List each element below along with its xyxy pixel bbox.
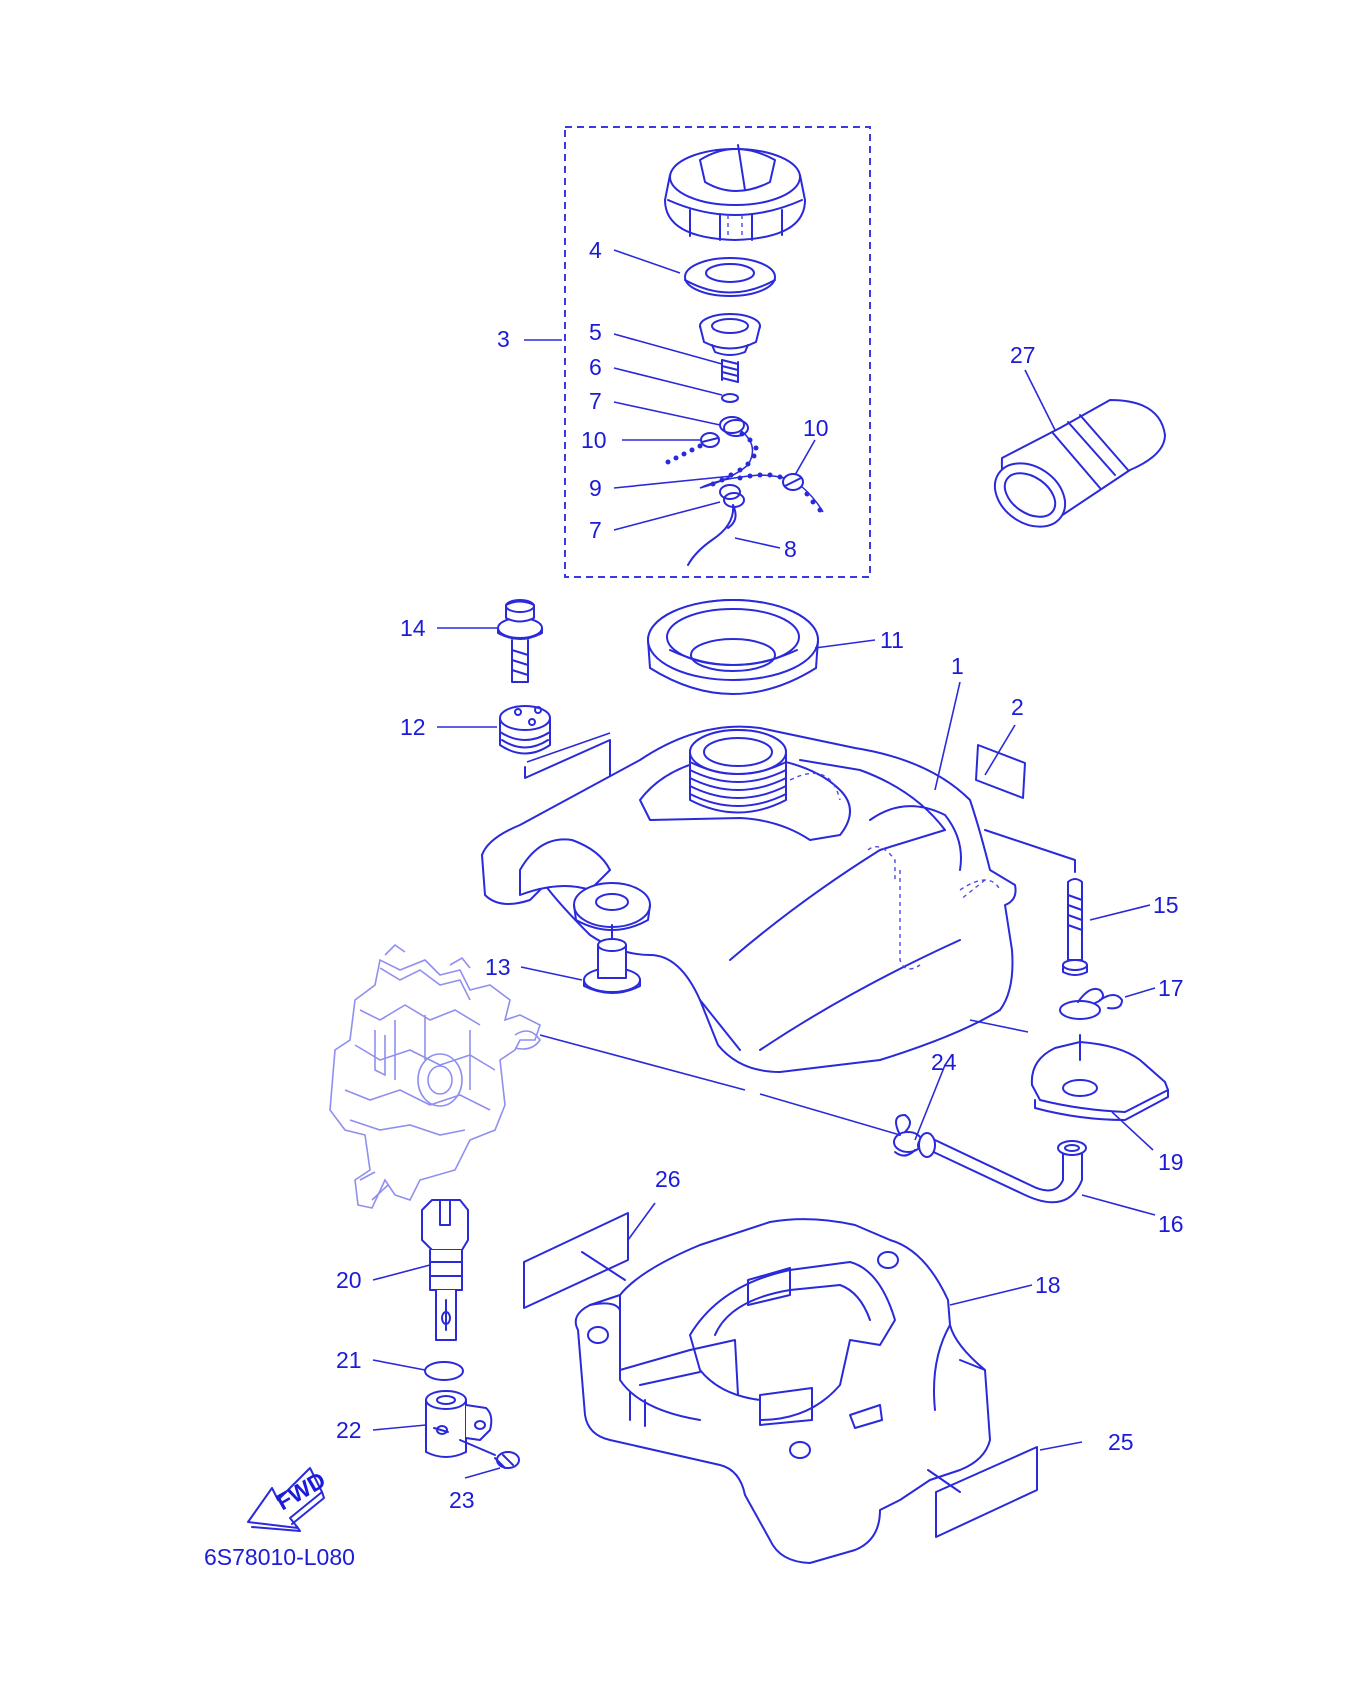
- mount-bolt: [497, 599, 543, 683]
- decal-lower: [935, 1446, 1038, 1538]
- tank-mount-leader: [526, 732, 611, 763]
- decal-lower-pointer: [927, 1469, 961, 1493]
- cap-assembly-group-box: [564, 126, 871, 578]
- rubber-boot: [993, 399, 1166, 528]
- fuel-tank: [481, 725, 1017, 1073]
- callout-7-upper: 7: [589, 388, 602, 414]
- pin-clip: [1059, 987, 1123, 1020]
- callout-14: 14: [400, 615, 426, 641]
- decal-upper-pointer: [581, 1251, 626, 1281]
- carburetor: [329, 943, 541, 1209]
- tank-label: [975, 744, 1026, 799]
- callout-6: 6: [589, 354, 602, 380]
- fwd-arrow-icon: FWD: [247, 1467, 330, 1532]
- decal-upper: [523, 1212, 629, 1309]
- chain-stopper-left: [700, 432, 720, 448]
- callout-7-lower: 7: [589, 517, 602, 543]
- mount-collar: [583, 924, 641, 994]
- callout-11: 11: [880, 627, 904, 653]
- callout-17: 17: [1158, 975, 1184, 1001]
- chain-stopper-right: [782, 473, 804, 491]
- tank-pin: [984, 829, 1088, 976]
- valve-spring: [721, 359, 739, 383]
- fuel-line-route: [539, 1034, 901, 1136]
- tank-bracket: [1030, 1034, 1169, 1121]
- valve-washer: [721, 393, 739, 403]
- callout-18: 18: [1035, 1272, 1061, 1298]
- cap-wire: [687, 504, 737, 566]
- callout-4: 4: [589, 237, 602, 263]
- callout-5: 5: [589, 319, 602, 345]
- callout-25: 25: [1108, 1429, 1134, 1455]
- callout-26: 26: [655, 1166, 681, 1192]
- mount-damper: [499, 705, 551, 755]
- fuel-cock-lever: [421, 1199, 469, 1341]
- callout-10-right: 10: [803, 415, 829, 441]
- callout-10-left: 10: [581, 427, 607, 453]
- callout-9: 9: [589, 475, 602, 501]
- callout-12: 12: [400, 714, 426, 740]
- fuel-cock-screw: [459, 1439, 520, 1469]
- callout-20: 20: [336, 1267, 362, 1293]
- leader-lines: [372, 249, 1156, 1479]
- valve-body: [699, 313, 761, 356]
- bottom-cowling: [574, 1218, 991, 1564]
- callout-19: 19: [1158, 1149, 1184, 1175]
- callout-8: 8: [784, 536, 797, 562]
- callout-3: 3: [497, 326, 510, 352]
- callout-1: 1: [951, 653, 964, 679]
- callout-15: 15: [1153, 892, 1179, 918]
- callout-21: 21: [336, 1347, 362, 1373]
- diagram-code: 6S78010-L080: [204, 1544, 355, 1570]
- callout-22: 22: [336, 1417, 362, 1443]
- callout-16: 16: [1158, 1211, 1184, 1237]
- callout-13: 13: [485, 954, 511, 980]
- fuel-hose: [917, 1132, 1087, 1204]
- fuel-cock-oring: [424, 1361, 464, 1381]
- callout-27: 27: [1010, 342, 1036, 368]
- callout-23: 23: [449, 1487, 475, 1513]
- hose-clip: [893, 1114, 923, 1157]
- cap-chain: [665, 429, 824, 513]
- cap-gasket: [684, 257, 776, 297]
- callout-24: 24: [931, 1049, 957, 1075]
- fuel-cap: [664, 144, 806, 241]
- cap-ring-lower: [719, 484, 745, 508]
- callout-2: 2: [1011, 694, 1024, 720]
- filler-grommet: [647, 599, 819, 695]
- fuel-cock-body: [425, 1390, 493, 1458]
